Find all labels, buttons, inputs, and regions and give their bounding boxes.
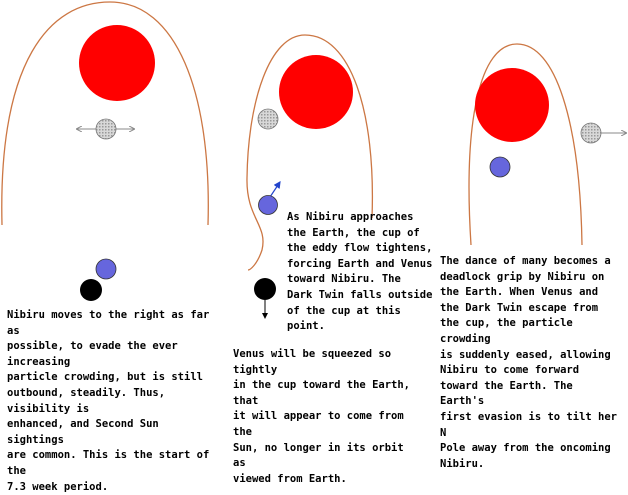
panel-3-caption: The dance of many becomes a deadlock gri… [440, 255, 618, 470]
panel-1 [1, 1, 209, 301]
nibiru [580, 122, 602, 144]
nibiru [95, 118, 117, 140]
panel-2 [246, 34, 374, 319]
sun [279, 55, 353, 129]
dark-twin [80, 279, 102, 301]
eddy-cup-curve [468, 43, 583, 246]
venus-motion-arrow [269, 181, 281, 198]
eddy-cup-curve [1, 1, 209, 226]
panel-2-caption-top: As Nibiru approaches the Earth, the cup … [287, 211, 433, 333]
dark-twin [254, 278, 276, 300]
venus [95, 258, 117, 280]
eddy-flow-diagram [1, 1, 628, 319]
sun [475, 68, 549, 142]
panel-1-caption: Nibiru moves to the right as far as poss… [7, 309, 210, 493]
venus [258, 195, 278, 215]
sun [79, 25, 155, 101]
panel-3 [468, 43, 626, 246]
venus [489, 156, 511, 178]
panel-2-caption-bottom: Venus will be squeezed so tightly in the… [233, 348, 411, 485]
eddy-cup-curve [246, 34, 374, 271]
nibiru [257, 108, 279, 130]
